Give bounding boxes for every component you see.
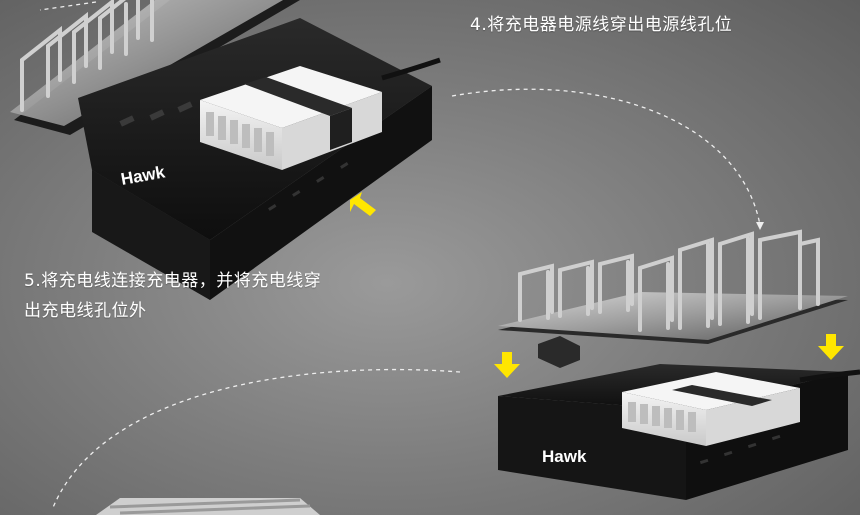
charging-station-bottom-partial bbox=[96, 498, 320, 515]
arrow-down-icon-right bbox=[818, 334, 844, 360]
flow-arrowhead-icon bbox=[756, 222, 764, 230]
usb-charger-unit bbox=[200, 66, 382, 170]
arrow-indicator-icon bbox=[350, 192, 376, 216]
hawk-logo-lower: Hawk bbox=[542, 447, 587, 466]
step-5-text-line1: 5.将充电线连接充电器，并将充电线穿 bbox=[24, 271, 322, 291]
step-4-text: 4.将充电器电源线穿出电源线孔位 bbox=[470, 15, 733, 35]
lid-plate-with-rack bbox=[498, 229, 848, 368]
usb-charger-unit-lower bbox=[622, 372, 800, 446]
arrow-down-icon-left bbox=[494, 352, 520, 378]
step-5-text-line2: 出充电线孔位外 bbox=[24, 301, 147, 321]
charging-station-closing: Hawk bbox=[494, 229, 860, 500]
step-5-caption: 5.将充电线连接充电器，并将充电线穿 出充电线孔位外 bbox=[24, 266, 384, 326]
step-4-caption: 4.将充电器电源线穿出电源线孔位 bbox=[470, 10, 732, 40]
flow-path-dashed bbox=[39, 1, 761, 511]
power-cable bbox=[381, 57, 441, 81]
power-cable-lower bbox=[799, 369, 860, 383]
charging-station-open-top: Hawk bbox=[10, 0, 441, 300]
